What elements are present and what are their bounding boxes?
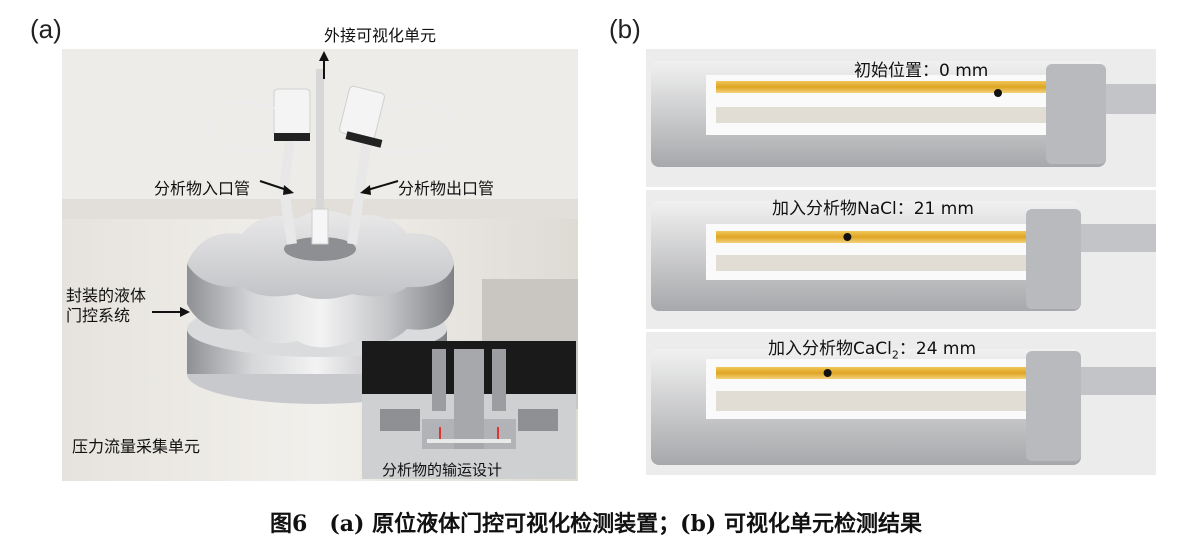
figure-caption: 图6 (a) 原位液体门控可视化检测装置；(b) 可视化单元检测结果 [270, 511, 922, 537]
label-external-unit: 外接可视化单元 [324, 26, 437, 45]
unit-row-2 [651, 201, 1156, 311]
label-pressure-unit: 压力流量采集单元 [72, 437, 201, 456]
visualization-units [646, 49, 1156, 475]
panel-a-label: (a) [30, 14, 62, 44]
label-gate-line1: 封装的液体 [66, 286, 147, 305]
label-nacl-result: 加入分析物NaCl：21 mm [772, 199, 974, 219]
indicator-dot [994, 89, 1002, 97]
unit-row-3 [651, 349, 1156, 465]
panel-b-label: (b) [609, 14, 641, 44]
label-inset-caption: 分析物的输运设计 [382, 461, 503, 479]
device-illustration [62, 49, 578, 481]
label-gate-line2: 门控系统 [66, 306, 131, 325]
label-cacl2-result: 加入分析物CaCl2：24 mm [768, 334, 976, 361]
label-gate-system: 封装的液体 门控系统 [66, 286, 146, 326]
unit-row-1 [651, 61, 1156, 167]
panel-a-photo [62, 49, 578, 481]
label-outlet-tube: 分析物出口管 [398, 179, 495, 198]
label-initial-position: 初始位置：0 mm [854, 61, 989, 81]
panel-b-photo [646, 49, 1156, 475]
cacl2-prefix: 加入分析物CaCl [768, 339, 892, 359]
label-inlet-tube: 分析物入口管 [154, 179, 251, 198]
cacl2-subscript: 2 [891, 348, 899, 362]
cacl2-suffix: ：24 mm [898, 339, 977, 359]
indicator-dot [823, 369, 832, 377]
indicator-dot [843, 233, 852, 241]
